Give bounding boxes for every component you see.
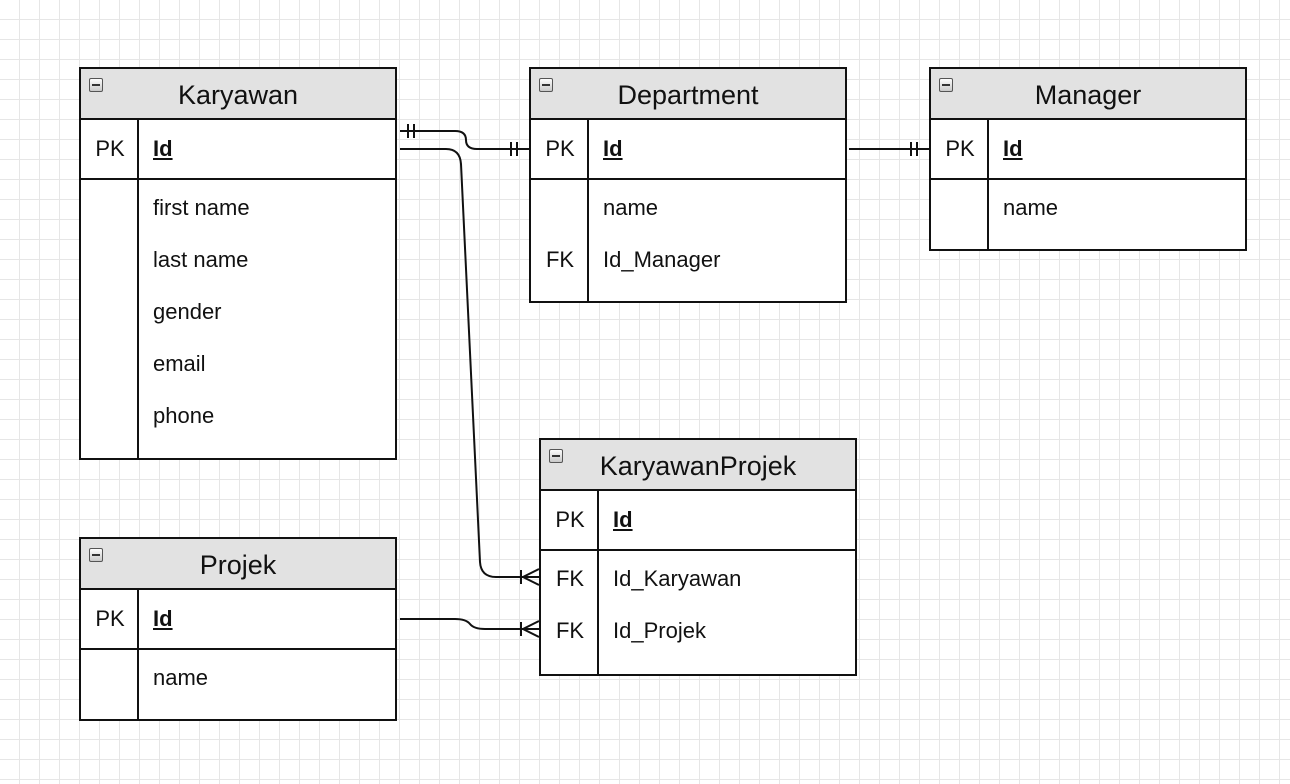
attribute-field: name: [603, 195, 659, 220]
attribute-field: phone: [153, 403, 215, 428]
entity-header[interactable]: KaryawanProjek: [541, 440, 855, 491]
primary-key-field: Id: [153, 606, 173, 631]
entity-header[interactable]: Manager: [931, 69, 1245, 120]
attribute-field: email: [153, 351, 206, 376]
attribute-row[interactable]: FK Id_Projek: [541, 616, 855, 646]
key-column: [531, 180, 589, 301]
key-label: PK: [545, 136, 575, 161]
primary-key-row[interactable]: PK Id: [81, 134, 395, 164]
entity-title: Karyawan: [177, 80, 299, 110]
attribute-field: Id_Karyawan: [613, 566, 742, 591]
key-column: [931, 120, 989, 178]
key-column: [531, 120, 589, 178]
attribute-row[interactable]: name: [81, 663, 395, 693]
attribute-row[interactable]: FK Id_Manager: [531, 245, 845, 275]
entity-title: Department: [617, 80, 759, 110]
entity-manager[interactable]: Manager PK Id name: [929, 67, 1247, 251]
attribute-section: name FK Id_Manager: [531, 180, 845, 301]
key-column: [931, 180, 989, 249]
primary-key-field: Id: [613, 507, 633, 532]
attribute-row[interactable]: phone: [81, 401, 395, 431]
entity-title: Manager: [1034, 80, 1142, 110]
relationship-department-manager[interactable]: [849, 142, 929, 156]
primary-key-field: Id: [153, 136, 173, 161]
entity-karyawanprojek[interactable]: KaryawanProjek PK Id FK Id_Karyawan FK I…: [539, 438, 857, 676]
collapse-icon[interactable]: [549, 449, 563, 463]
primary-key-row[interactable]: PK Id: [541, 505, 855, 535]
primary-key-section: PK Id: [81, 590, 395, 650]
key-column: [81, 650, 139, 719]
attribute-field: Id_Manager: [603, 247, 721, 272]
collapse-icon[interactable]: [89, 78, 103, 92]
entity-header[interactable]: Projek: [81, 539, 395, 590]
key-label: FK: [545, 247, 575, 272]
attribute-row[interactable]: name: [531, 193, 845, 223]
attribute-field: name: [153, 665, 209, 690]
relationship-karyawan-karyawanprojek[interactable]: [400, 148, 540, 586]
key-column: [541, 491, 599, 549]
attribute-row[interactable]: first name: [81, 193, 395, 223]
key-label: FK: [555, 618, 585, 643]
attribute-field: name: [1003, 195, 1059, 220]
primary-key-section: PK Id: [541, 491, 855, 551]
attribute-row[interactable]: name: [931, 193, 1245, 223]
entity-header[interactable]: Karyawan: [81, 69, 395, 120]
attribute-field: last name: [153, 247, 249, 272]
key-column: [81, 120, 139, 178]
key-label: PK: [945, 136, 975, 161]
primary-key-section: PK Id: [931, 120, 1245, 180]
key-label: PK: [555, 507, 585, 532]
attribute-field: Id_Projek: [613, 618, 706, 643]
attribute-field: first name: [153, 195, 250, 220]
entity-title: KaryawanProjek: [599, 451, 797, 481]
entity-karyawan[interactable]: Karyawan PK Id first name last name gend…: [79, 67, 397, 460]
key-label: PK: [95, 606, 125, 631]
collapse-icon[interactable]: [89, 548, 103, 562]
primary-key-field: Id: [603, 136, 623, 161]
key-column: [541, 551, 599, 674]
entity-header[interactable]: Department: [531, 69, 845, 120]
primary-key-row[interactable]: PK Id: [531, 134, 845, 164]
attribute-row[interactable]: email: [81, 349, 395, 379]
attribute-section: name: [81, 650, 395, 719]
attribute-row[interactable]: FK Id_Karyawan: [541, 564, 855, 594]
primary-key-row[interactable]: PK Id: [931, 134, 1245, 164]
attribute-section: first name last name gender email phone: [81, 180, 395, 458]
entity-department[interactable]: Department PK Id name FK Id_Manager: [529, 67, 847, 303]
crowfoot-marker: [520, 568, 540, 586]
collapse-icon[interactable]: [539, 78, 553, 92]
key-column: [81, 590, 139, 648]
attribute-section: FK Id_Karyawan FK Id_Projek: [541, 551, 855, 674]
entity-projek[interactable]: Projek PK Id name: [79, 537, 397, 721]
attribute-row[interactable]: gender: [81, 297, 395, 327]
attribute-field: gender: [153, 299, 222, 324]
primary-key-row[interactable]: PK Id: [81, 604, 395, 634]
relationship-karyawan-department[interactable]: [400, 124, 529, 156]
key-label: FK: [555, 566, 585, 591]
primary-key-section: PK Id: [81, 120, 395, 180]
entity-title: Projek: [199, 550, 277, 580]
relationship-projek-karyawanprojek[interactable]: [400, 618, 540, 638]
primary-key-field: Id: [1003, 136, 1023, 161]
attribute-section: name: [931, 180, 1245, 249]
attribute-row[interactable]: last name: [81, 245, 395, 275]
primary-key-section: PK Id: [531, 120, 845, 180]
crowfoot-marker: [520, 620, 540, 638]
key-label: PK: [95, 136, 125, 161]
collapse-icon[interactable]: [939, 78, 953, 92]
key-column: [81, 180, 139, 458]
